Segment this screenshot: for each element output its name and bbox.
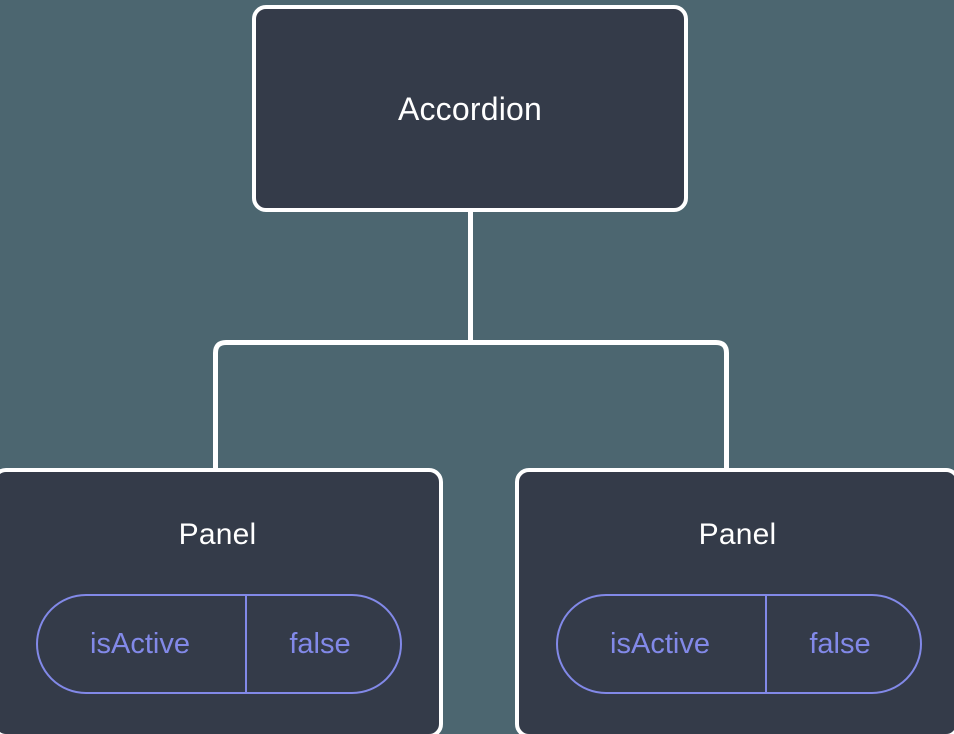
prop-badge-isactive-2[interactable]: isActive false: [555, 594, 922, 694]
node-panel-1[interactable]: Panel isActive false: [0, 468, 443, 734]
prop-key: isActive: [38, 596, 247, 692]
node-accordion-label: Accordion: [397, 90, 543, 127]
edge-split-right: [470, 340, 729, 472]
node-accordion[interactable]: Accordion: [252, 5, 688, 212]
node-panel-1-label: Panel: [178, 518, 257, 551]
node-panel-2[interactable]: Panel isActive false: [515, 468, 954, 734]
prop-value: false: [289, 627, 351, 660]
node-panel-2-label: Panel: [698, 518, 777, 551]
prop-value: false: [809, 627, 871, 660]
prop-key: isActive: [558, 596, 767, 692]
prop-badge-isactive-1[interactable]: isActive false: [35, 594, 402, 694]
edge-split-left: [213, 340, 471, 472]
